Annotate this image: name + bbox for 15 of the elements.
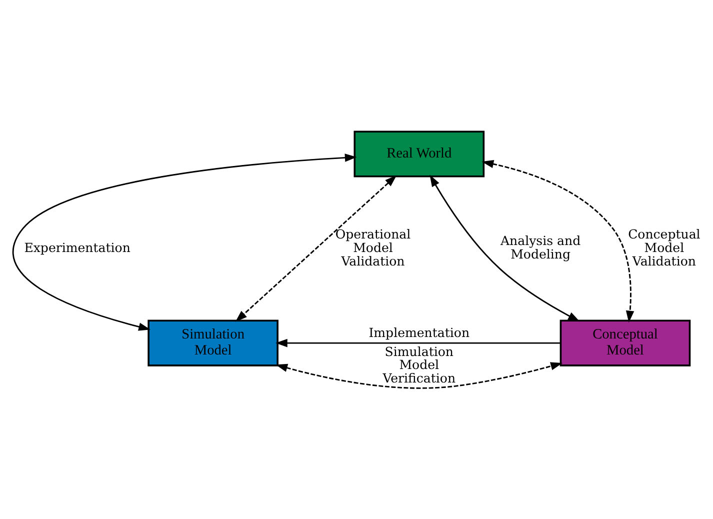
node-box: Real World [354,130,485,177]
node-box: Conceptual Model [560,319,691,366]
edge-label: Simulation Model Verification [382,343,456,386]
arrow [276,362,562,388]
arrow [12,153,357,330]
node-box: Simulation Model [148,319,278,366]
arrow [235,174,397,322]
edge-label: Implementation [368,324,470,340]
arrow [482,159,634,322]
arrow [430,174,580,322]
edge-label: Analysis and Modeling [500,232,581,262]
edge-label: Experimentation [24,239,130,254]
arrow [276,338,561,347]
edge-label: Operational Model Validation [335,226,411,268]
edge-label: Conceptual Model Validation [628,226,700,268]
